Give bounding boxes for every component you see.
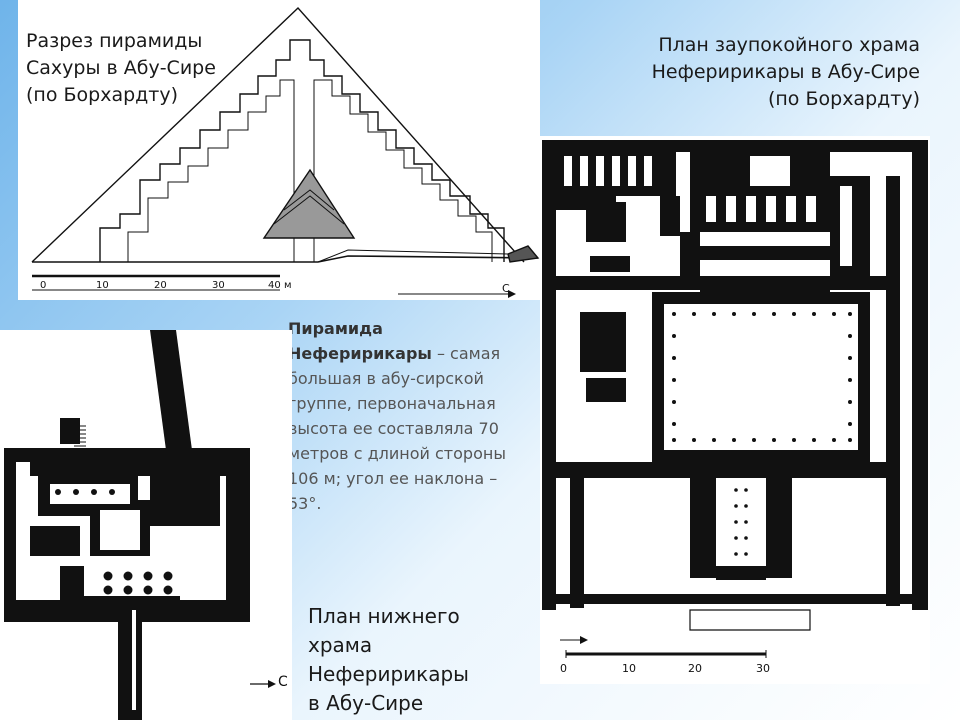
description-line: 53°.	[288, 494, 322, 513]
caption-line: в Абу-Сире	[308, 691, 424, 715]
caption-line: Разрез пирамиды	[26, 30, 203, 52]
scale-tick: 30	[212, 280, 225, 291]
burial-chamber	[262, 168, 356, 239]
temple-plan-svg	[542, 140, 928, 658]
plan-scale-labels: 0 10 20 30	[560, 662, 780, 678]
lower-hall-pillars	[55, 489, 173, 595]
plan-scale-bar	[560, 609, 811, 658]
lower-plan-caption: План нижнего храма Неферирикары в Абу-Си…	[308, 602, 469, 718]
pyramid-section-svg	[31, 6, 540, 298]
description-line: метров с длиной стороны	[288, 444, 506, 463]
scale-tick: 40	[268, 280, 281, 291]
description-line: группе, первоначальная	[288, 394, 496, 413]
description-line: большая в абу-сирской	[288, 369, 484, 388]
north-direction-label: С	[502, 282, 510, 295]
lower-plan-svg	[4, 330, 276, 720]
lower-temple-plan: С	[0, 330, 292, 720]
description-heading: Пирамида	[288, 319, 383, 338]
caption-line: (по Борхардту)	[26, 84, 179, 106]
pyramid-outline	[31, 6, 525, 263]
description-text: – самая	[431, 344, 501, 363]
description-line-2: Неферирикары – самая	[288, 341, 548, 366]
scale-tick: 10	[96, 280, 109, 291]
description-heading: Неферирикары	[288, 344, 432, 363]
scale-unit: м	[284, 280, 292, 291]
caption-line: храма	[308, 633, 373, 657]
north-direction-label: С	[278, 674, 288, 690]
description-line: высота ее составляла 70	[288, 419, 499, 438]
pyramid-description: Пирамида Неферирикары – самая большая в …	[288, 316, 548, 516]
section-caption: Разрез пирамиды Сахуры в Абу-Сире (по Бо…	[26, 28, 216, 109]
pyramid-section-drawing: 0 10 20 30 40 м С Разрез пирамиды Сахуры…	[18, 0, 540, 300]
scale-tick: 10	[622, 662, 636, 675]
scale-tick: 20	[154, 280, 167, 291]
section-scale-bar	[32, 274, 516, 298]
caption-line: Неферирикары в Абу-Сире	[651, 61, 920, 83]
section-scale-labels: 0 10 20 30 40 м	[40, 280, 300, 296]
scale-tick: 30	[756, 662, 770, 675]
pyramid-core-steps	[99, 39, 505, 262]
caption-line: Неферирикары	[308, 662, 469, 686]
scale-tick: 0	[560, 662, 567, 675]
caption-line: (по Борхардту)	[767, 88, 920, 110]
court-columns	[672, 312, 852, 556]
scale-tick: 20	[688, 662, 702, 675]
caption-line: План нижнего	[308, 604, 460, 628]
caption-line: План заупокойного храма	[658, 34, 920, 56]
plan-caption: План заупокойного храма Неферирикары в А…	[652, 32, 920, 113]
mortuary-temple-plan: 0 10 20 30	[540, 136, 930, 684]
caption-line: Сахуры в Абу-Сире	[26, 57, 216, 79]
description-line: 106 м; угол ее наклона –	[288, 469, 498, 488]
scale-tick: 0	[40, 280, 47, 291]
